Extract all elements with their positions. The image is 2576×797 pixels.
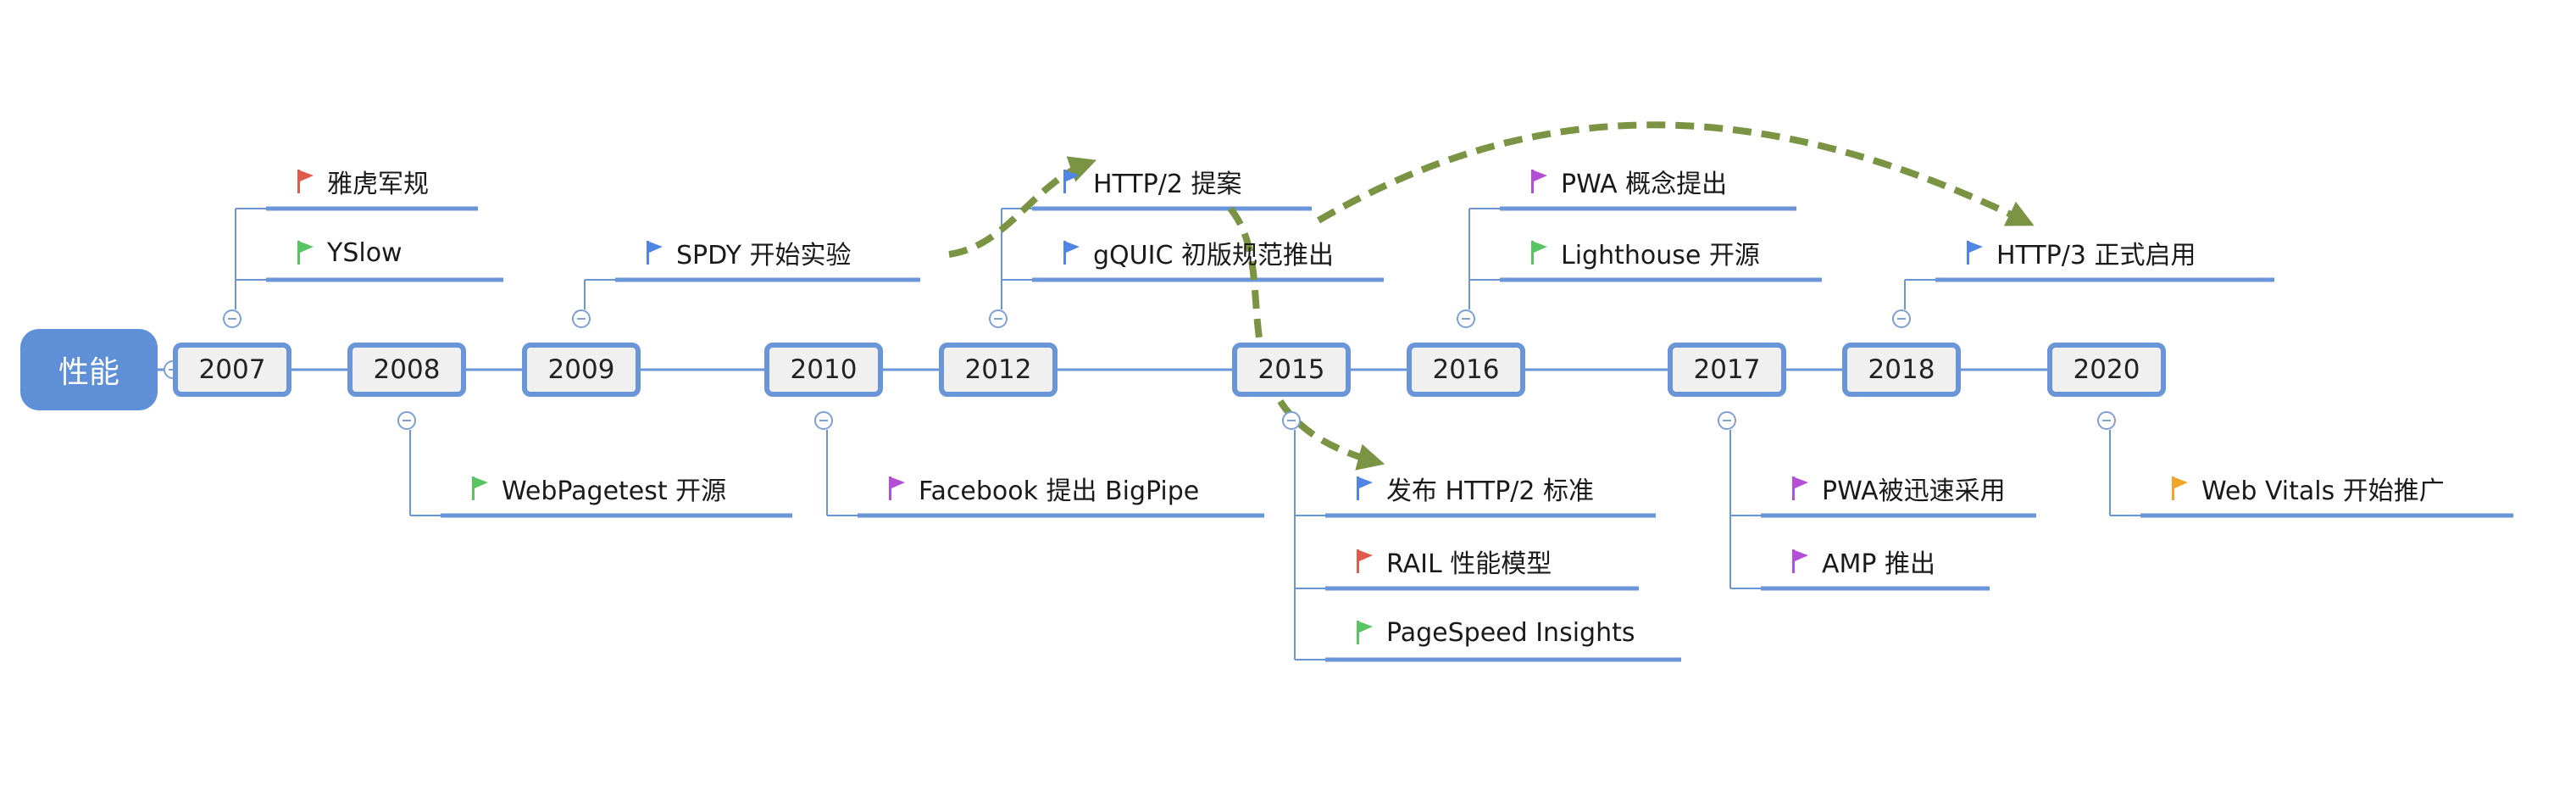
milestone-label: PageSpeed Insights — [1386, 617, 1635, 648]
milestone-label: WebPagetest 开源 — [502, 477, 727, 506]
milestone-2017-1[interactable]: PWA被迅速采用 — [1791, 470, 2006, 507]
milestone-2007-1[interactable]: 雅虎军规 — [297, 163, 429, 200]
milestone-label: Lighthouse 开源 — [1561, 241, 1760, 270]
milestone-2012-1[interactable]: HTTP/2 提案 — [1063, 163, 1242, 200]
red-flag-icon — [297, 169, 315, 194]
milestone-2016-2[interactable]: Lighthouse 开源 — [1530, 234, 1760, 271]
blue-flag-icon — [1063, 240, 1081, 265]
relation-arrow-http2-to-standard — [1227, 206, 1385, 471]
blue-flag-icon — [646, 240, 664, 265]
blue-flag-icon — [1966, 240, 1985, 265]
green-flag-icon — [1356, 620, 1374, 645]
year-2018-collapse-toggle[interactable] — [1892, 309, 1911, 328]
year-node-2010[interactable]: 2010 — [764, 343, 883, 397]
year-node-2012[interactable]: 2012 — [939, 343, 1058, 397]
milestone-2015-1[interactable]: 发布 HTTP/2 标准 — [1356, 470, 1594, 507]
milestone-label: HTTP/3 正式启用 — [1996, 241, 2196, 270]
year-2020-collapse-toggle[interactable] — [2097, 411, 2116, 430]
milestone-2009-1[interactable]: SPDY 开始实验 — [646, 234, 851, 271]
milestone-label: 发布 HTTP/2 标准 — [1386, 477, 1595, 506]
milestone-label: HTTP/2 提案 — [1093, 170, 1242, 199]
milestone-label: gQUIC 初版规范推出 — [1093, 241, 1334, 270]
year-2017-collapse-toggle[interactable] — [1718, 411, 1736, 430]
year-node-2008[interactable]: 2008 — [347, 343, 466, 397]
year-2015-collapse-toggle[interactable] — [1282, 411, 1301, 430]
year-node-2009[interactable]: 2009 — [522, 343, 641, 397]
milestone-2015-3[interactable]: PageSpeed Insights — [1356, 614, 1635, 651]
milestone-label: Facebook 提出 BigPipe — [919, 477, 1200, 506]
year-node-2015[interactable]: 2015 — [1232, 343, 1351, 397]
year-2012-collapse-toggle[interactable] — [989, 309, 1008, 328]
year-node-2017[interactable]: 2017 — [1668, 343, 1786, 397]
year-2010-collapse-toggle[interactable] — [814, 411, 833, 430]
milestone-2017-2[interactable]: AMP 推出 — [1791, 543, 1935, 580]
year-node-2020[interactable]: 2020 — [2047, 343, 2166, 397]
purple-flag-icon — [1791, 476, 1810, 501]
year-node-2016[interactable]: 2016 — [1407, 343, 1525, 397]
milestone-label: YSlow — [327, 237, 402, 268]
root-node[interactable]: 性能 — [20, 329, 158, 410]
milestone-label: PWA被迅速采用 — [1822, 477, 2006, 506]
milestone-2016-1[interactable]: PWA 概念提出 — [1530, 163, 1727, 200]
milestone-label: AMP 推出 — [1822, 549, 1936, 579]
relation-arrow-gquic-to-http3 — [1316, 121, 2035, 226]
milestone-2018-1[interactable]: HTTP/3 正式启用 — [1966, 234, 2196, 271]
year-2008-collapse-toggle[interactable] — [397, 411, 416, 430]
year-node-2018[interactable]: 2018 — [1842, 343, 1961, 397]
milestone-2012-2[interactable]: gQUIC 初版规范推出 — [1063, 234, 1334, 271]
purple-flag-icon — [1791, 549, 1810, 574]
milestone-2007-2[interactable]: YSlow — [297, 234, 402, 271]
purple-flag-icon — [1530, 169, 1549, 194]
milestone-2008-1[interactable]: WebPagetest 开源 — [471, 470, 726, 507]
blue-flag-icon — [1063, 169, 1081, 194]
milestone-2010-1[interactable]: Facebook 提出 BigPipe — [888, 470, 1199, 507]
purple-flag-icon — [888, 476, 907, 501]
year-node-2007[interactable]: 2007 — [173, 343, 291, 397]
milestone-2020-1[interactable]: Web Vitals 开始推广 — [2171, 470, 2445, 507]
year-2009-collapse-toggle[interactable] — [572, 309, 591, 328]
green-flag-icon — [297, 240, 315, 265]
green-flag-icon — [1530, 240, 1549, 265]
milestone-label: 雅虎军规 — [327, 170, 429, 199]
milestone-2015-2[interactable]: RAIL 性能模型 — [1356, 543, 1552, 580]
red-flag-icon — [1356, 549, 1374, 574]
blue-flag-icon — [1356, 476, 1374, 501]
year-2007-collapse-toggle[interactable] — [223, 309, 242, 328]
milestone-label: PWA 概念提出 — [1561, 170, 1728, 199]
milestone-label: RAIL 性能模型 — [1386, 549, 1552, 579]
orange-flag-icon — [2171, 476, 2190, 501]
milestone-label: Web Vitals 开始推广 — [2201, 477, 2445, 506]
milestone-label: SPDY 开始实验 — [676, 241, 852, 270]
year-2016-collapse-toggle[interactable] — [1457, 309, 1475, 328]
relation-arrow-spdy-to-http2 — [948, 156, 1097, 258]
green-flag-icon — [471, 476, 490, 501]
